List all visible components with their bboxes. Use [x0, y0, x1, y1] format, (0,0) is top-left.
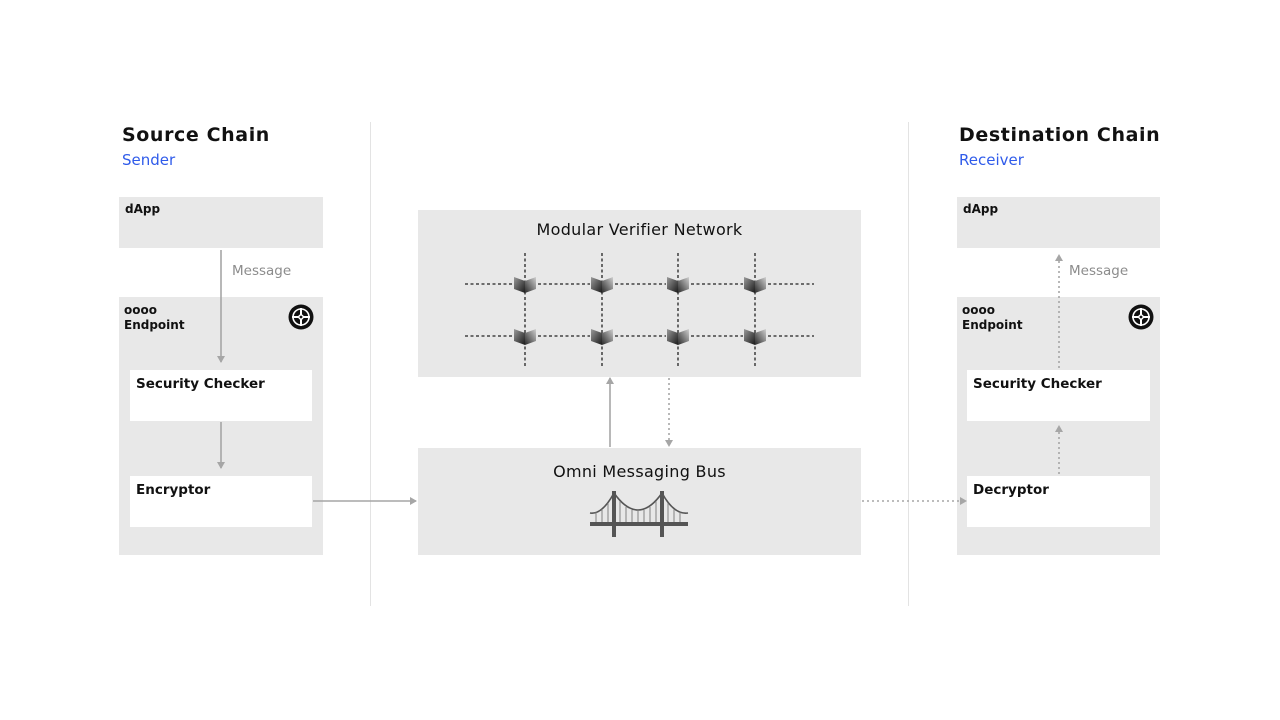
source-dapp-label: dApp	[125, 202, 161, 216]
destination-endpoint-label: Endpoint	[962, 318, 1023, 332]
destination-dapp-label: dApp	[963, 202, 999, 216]
destination-decryptor-label: Decryptor	[973, 482, 1049, 498]
bridge-icon	[589, 491, 689, 537]
destination-chain-subtitle: Receiver	[959, 151, 1024, 169]
left-divider	[370, 122, 371, 606]
destination-message-label: Message	[1069, 263, 1129, 279]
source-chain-subtitle: Sender	[122, 151, 176, 169]
messaging-bus-box: Omni Messaging Bus	[418, 448, 861, 555]
messaging-bus-title: Omni Messaging Bus	[553, 462, 726, 481]
source-message-label: Message	[232, 263, 292, 279]
source-encryptor-box: Encryptor	[130, 476, 312, 527]
destination-decryptor-box: Decryptor	[967, 476, 1150, 527]
verifier-network-box: Modular Verifier Network	[418, 210, 861, 377]
destination-chain-title: Destination Chain	[959, 124, 1161, 146]
destination-security-checker-label: Security Checker	[973, 376, 1102, 392]
source-encryptor-label: Encryptor	[136, 482, 211, 498]
destination-endpoint-dots: oooo	[962, 303, 995, 317]
destination-security-checker-box: Security Checker	[967, 370, 1150, 421]
source-endpoint-label: Endpoint	[124, 318, 185, 332]
crosshair-logo-icon	[1128, 304, 1154, 330]
source-chain-title: Source Chain	[122, 124, 270, 146]
verifier-node-grid	[465, 253, 814, 367]
source-dapp-box: dApp	[119, 197, 323, 248]
right-divider	[908, 122, 909, 606]
source-endpoint-dots: oooo	[124, 303, 157, 317]
verifier-network-title: Modular Verifier Network	[536, 220, 743, 239]
crosshair-logo-icon	[288, 304, 314, 330]
destination-dapp-box: dApp	[957, 197, 1160, 248]
source-security-checker-box: Security Checker	[130, 370, 312, 421]
source-security-checker-label: Security Checker	[136, 376, 265, 392]
